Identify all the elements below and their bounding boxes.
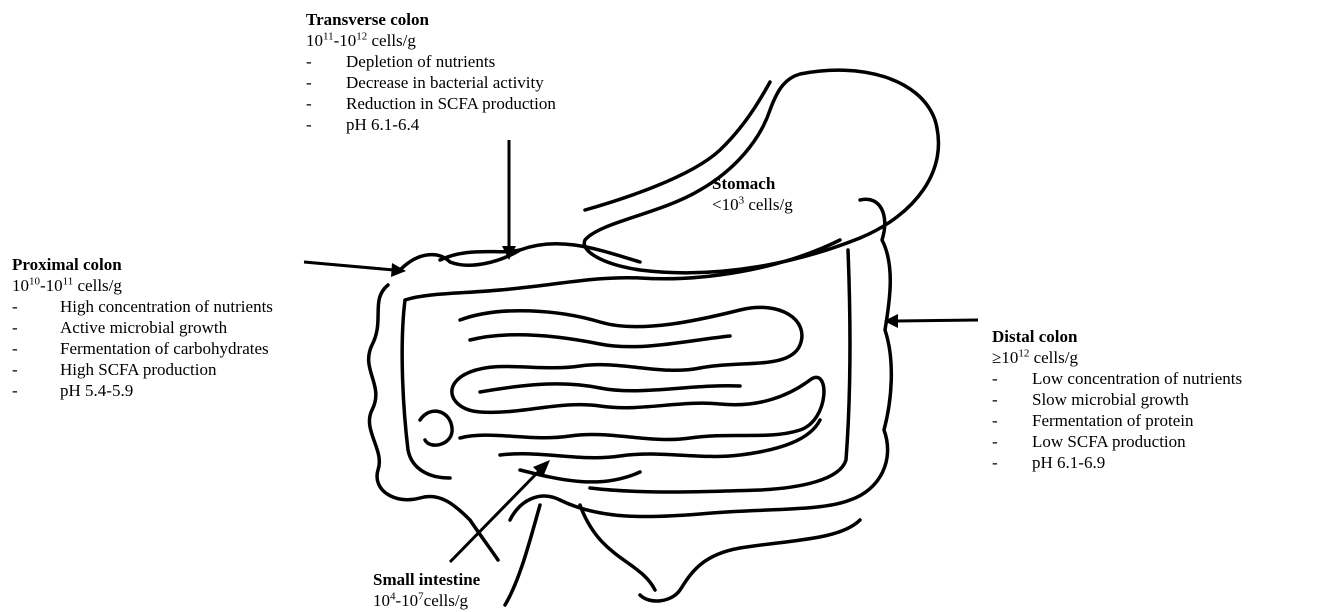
list-item: -pH 5.4-5.9 xyxy=(12,380,273,401)
transverse-colon-title: Transverse colon xyxy=(306,9,556,30)
list-item: -Depletion of nutrients xyxy=(306,51,556,72)
list-item: -High SCFA production xyxy=(12,359,273,380)
list-item: -Low SCFA production xyxy=(992,431,1242,452)
proximal-colon-title: Proximal colon xyxy=(12,254,273,275)
stomach-title: Stomach xyxy=(712,173,793,194)
transverse-colon-list: -Depletion of nutrients -Decrease in bac… xyxy=(306,51,556,135)
list-item: -Reduction in SCFA production xyxy=(306,93,556,114)
proximal-colon-cell-count: 1010-1011 cells/g xyxy=(12,275,273,296)
distal-colon-label: Distal colon ≥1012 cells/g -Low concentr… xyxy=(992,326,1242,473)
distal-colon-cell-count: ≥1012 cells/g xyxy=(992,347,1242,368)
proximal-colon-label: Proximal colon 1010-1011 cells/g -High c… xyxy=(12,254,273,401)
list-item: -pH 6.1-6.4 xyxy=(306,114,556,135)
list-item: -High concentration of nutrients xyxy=(12,296,273,317)
list-item: -Fermentation of protein xyxy=(992,410,1242,431)
list-item: -Fermentation of carbohydrates xyxy=(12,338,273,359)
transverse-colon-arrow xyxy=(502,140,516,260)
stomach-cell-count: <103 cells/g xyxy=(712,194,793,215)
small-intestine-title: Small intestine xyxy=(373,569,480,590)
small-intestine-label: Small intestine 104-107cells/g xyxy=(373,569,480,611)
list-item: -Decrease in bacterial activity xyxy=(306,72,556,93)
transverse-colon-cell-count: 1011-1012 cells/g xyxy=(306,30,556,51)
distal-colon-title: Distal colon xyxy=(992,326,1242,347)
list-item: -Slow microbial growth xyxy=(992,389,1242,410)
distal-colon-list: -Low concentration of nutrients -Slow mi… xyxy=(992,368,1242,473)
small-intestine-cell-count: 104-107cells/g xyxy=(373,590,480,611)
small-intestine-arrow xyxy=(450,460,550,562)
list-item: -Low concentration of nutrients xyxy=(992,368,1242,389)
stomach-label: Stomach <103 cells/g xyxy=(712,173,793,215)
proximal-colon-arrow xyxy=(304,262,406,277)
list-item: -Active microbial growth xyxy=(12,317,273,338)
stomach-shape xyxy=(584,70,938,273)
transverse-colon-label: Transverse colon 1011-1012 cells/g -Depl… xyxy=(306,9,556,135)
proximal-colon-list: -High concentration of nutrients -Active… xyxy=(12,296,273,401)
list-item: -pH 6.1-6.9 xyxy=(992,452,1242,473)
small-intestine-shape xyxy=(452,307,824,439)
distal-colon-arrow xyxy=(884,314,978,328)
